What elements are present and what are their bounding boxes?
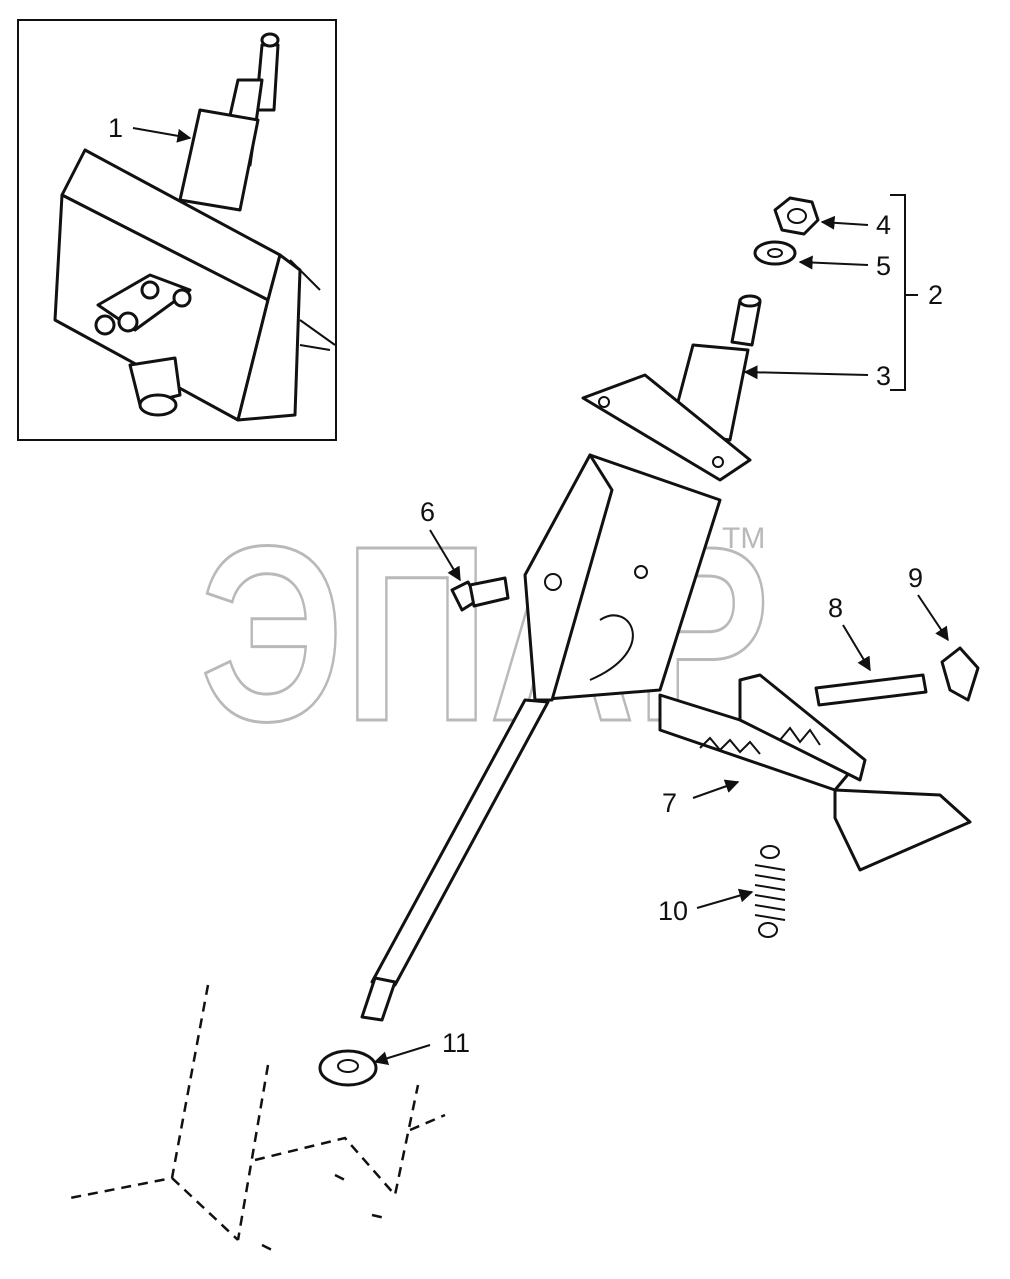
callout-2: 2: [928, 280, 943, 310]
bottom-washer: [318, 1049, 378, 1087]
callout-9: 9: [908, 563, 923, 593]
callout-3: 3: [876, 361, 891, 391]
callout-4: 4: [876, 210, 891, 240]
dashed-floor-outline: [69, 984, 446, 1252]
spring: [754, 845, 786, 938]
callout-8: 8: [828, 593, 843, 623]
nut-washer: [753, 196, 820, 266]
leader-lines: [132, 127, 949, 1065]
pin: [814, 673, 928, 707]
callout-5: 5: [876, 251, 891, 281]
watermark-trademark: TM: [722, 522, 765, 555]
pedal: [658, 673, 972, 872]
callout-11: 11: [442, 1028, 470, 1058]
callout-10: 10: [658, 896, 688, 926]
inset-overview: [17, 19, 337, 441]
callout-7: 7: [662, 788, 677, 818]
group-bracket: [890, 194, 918, 391]
steering-column: [360, 294, 762, 1022]
bolt: [450, 576, 510, 612]
callout-6: 6: [420, 497, 435, 527]
callouts: 1 2 3 4 5 6 7 8 9 10 11: [108, 113, 943, 1058]
clip: [940, 646, 980, 702]
callout-1: 1: [108, 113, 123, 143]
